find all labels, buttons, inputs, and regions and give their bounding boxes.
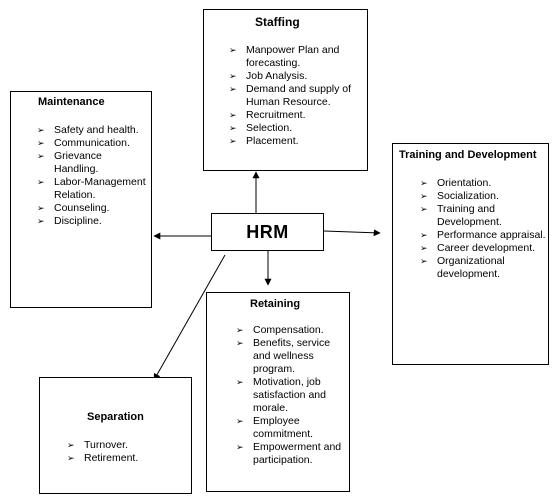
hrm-center-box: HRM — [211, 213, 324, 251]
list-item: ➢ Recruitment. — [229, 109, 365, 122]
list-item-text: Compensation. — [253, 324, 324, 336]
arrow-bullet-icon: ➢ — [67, 440, 75, 450]
list-item-text: Retirement. — [84, 452, 139, 464]
list-item-text: Training and Development. — [437, 203, 502, 228]
list-item-text: Placement. — [246, 135, 299, 147]
list-item: ➢ Performance appraisal. — [420, 229, 546, 242]
list-item-text: Empowerment and participation. — [253, 441, 342, 466]
list-item: ➢ Socialization. — [420, 190, 546, 203]
separation-box — [39, 377, 192, 494]
training-box — [392, 143, 549, 365]
list-item-text: Counseling. — [54, 202, 110, 214]
retaining-list: ➢ Compensation. ➢ Benefits, service and wel… — [236, 324, 348, 467]
list-item: ➢ Training and Development. — [420, 203, 546, 229]
arrow-bullet-icon: ➢ — [420, 256, 428, 266]
list-item-text: Labor-Management Relation. — [54, 176, 146, 201]
list-item: ➢ Labor-Management Relation. — [37, 176, 149, 202]
separation-title: Separation — [87, 411, 144, 423]
separation-list: ➢ Turnover. ➢ Retirement. — [67, 439, 189, 465]
list-item-text: Demand and supply of Human Resource. — [246, 83, 352, 108]
list-item: ➢ Manpower Plan and forecasting. — [229, 44, 365, 70]
list-item: ➢ Job Analysis. — [229, 70, 365, 83]
arrow-bullet-icon: ➢ — [37, 216, 45, 226]
list-item-text: Orientation. — [437, 177, 492, 189]
arrow-bullet-icon: ➢ — [229, 136, 237, 146]
list-item-text: Career development. — [437, 242, 536, 254]
list-item: ➢ Demand and supply of Human Resource. — [229, 83, 365, 109]
list-item: ➢ Compensation. — [236, 324, 348, 337]
arrow-bullet-icon: ➢ — [229, 84, 237, 94]
list-item-text: Turnover. — [84, 439, 128, 451]
arrow-bullet-icon: ➢ — [420, 243, 428, 253]
list-item-text: Organizational development. — [437, 255, 505, 280]
arrow-to-separation — [153, 254, 226, 381]
arrow-bullet-icon: ➢ — [236, 338, 244, 348]
arrow-bullet-icon: ➢ — [236, 442, 244, 452]
list-item: ➢ Turnover. — [67, 439, 189, 452]
arrow-bullet-icon: ➢ — [229, 71, 237, 81]
list-item-text: Motivation, job satisfaction and morale. — [253, 376, 326, 414]
list-item-text: Selection. — [246, 122, 293, 134]
list-item-text: Employee commitment. — [253, 415, 314, 440]
arrow-bullet-icon: ➢ — [229, 123, 237, 133]
list-item: ➢ Motivation, job satisfaction and morale… — [236, 376, 348, 415]
list-item: ➢ Placement. — [229, 135, 365, 148]
list-item: ➢ Organizational development. — [420, 255, 546, 281]
arrow-bullet-icon: ➢ — [420, 204, 428, 214]
maintenance-box — [10, 91, 152, 308]
list-item-text: Benefits, service and wellness program. — [253, 337, 331, 375]
list-item: ➢ Empowerment and participation. — [236, 441, 348, 467]
arrow-bullet-icon: ➢ — [37, 151, 45, 161]
maintenance-title: Maintenance — [38, 96, 105, 108]
retaining-title: Retaining — [250, 298, 301, 310]
training-list: ➢ Orientation. ➢ Socialization. ➢ Training an… — [420, 177, 546, 281]
list-item: ➢ Safety and health. — [37, 124, 149, 137]
arrow-bullet-icon: ➢ — [420, 191, 428, 201]
training-title: Training and Development — [399, 149, 537, 161]
list-item: ➢ Discipline. — [37, 215, 149, 228]
arrow-to-training — [323, 229, 381, 237]
staffing-title: Staffing — [255, 15, 300, 29]
arrow-bullet-icon: ➢ — [420, 230, 428, 240]
arrow-bullet-icon: ➢ — [229, 110, 237, 120]
list-item-text: Manpower Plan and forecasting. — [246, 44, 340, 69]
list-item-text: Communication. — [54, 137, 130, 149]
staffing-box — [203, 9, 368, 171]
list-item: ➢ Orientation. — [420, 177, 546, 190]
list-item: ➢ Employee commitment. — [236, 415, 348, 441]
arrow-bullet-icon: ➢ — [37, 138, 45, 148]
arrow-bullet-icon: ➢ — [37, 177, 45, 187]
arrow-bullet-icon: ➢ — [67, 453, 75, 463]
arrow-bullet-icon: ➢ — [236, 325, 244, 335]
list-item: ➢ Retirement. — [67, 452, 189, 465]
staffing-list: ➢ Manpower Plan and forecasting. ➢ Job Anal… — [229, 44, 365, 148]
arrow-bullet-icon: ➢ — [37, 203, 45, 213]
list-item-text: Grievance Handling. — [54, 150, 102, 175]
arrow-bullet-icon: ➢ — [229, 45, 237, 55]
hrm-label: HRM — [246, 221, 289, 242]
list-item-text: Socialization. — [437, 190, 499, 202]
list-item-text: Job Analysis. — [246, 70, 308, 82]
list-item-text: Discipline. — [54, 215, 102, 227]
maintenance-list: ➢ Safety and health. ➢ Communication. ➢ Griev… — [37, 124, 149, 228]
list-item: ➢ Selection. — [229, 122, 365, 135]
list-item-text: Performance appraisal. — [437, 229, 546, 241]
list-item-text: Safety and health. — [54, 124, 139, 136]
arrow-bullet-icon: ➢ — [236, 377, 244, 387]
arrow-bullet-icon: ➢ — [236, 416, 244, 426]
list-item: ➢ Benefits, service and wellness program. — [236, 337, 348, 376]
list-item-text: Recruitment. — [246, 109, 306, 121]
list-item: ➢ Communication. — [37, 137, 149, 150]
arrow-bullet-icon: ➢ — [37, 125, 45, 135]
retaining-box — [206, 292, 350, 492]
list-item: ➢ Career development. — [420, 242, 546, 255]
list-item: ➢ Grievance Handling. — [37, 150, 149, 176]
list-item: ➢ Counseling. — [37, 202, 149, 215]
arrow-bullet-icon: ➢ — [420, 178, 428, 188]
